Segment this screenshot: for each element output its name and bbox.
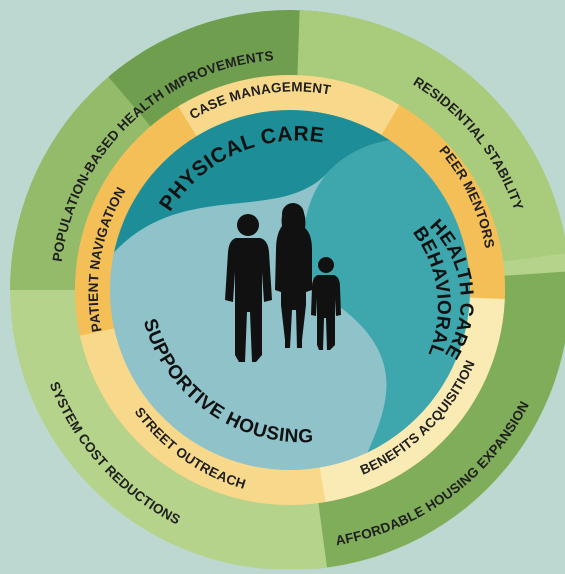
child-silhouette [311,257,341,350]
woman-silhouette [275,203,312,348]
family-silhouette-icon [225,203,341,362]
man-silhouette [225,214,272,362]
inner-segment-behavioral [303,139,470,470]
